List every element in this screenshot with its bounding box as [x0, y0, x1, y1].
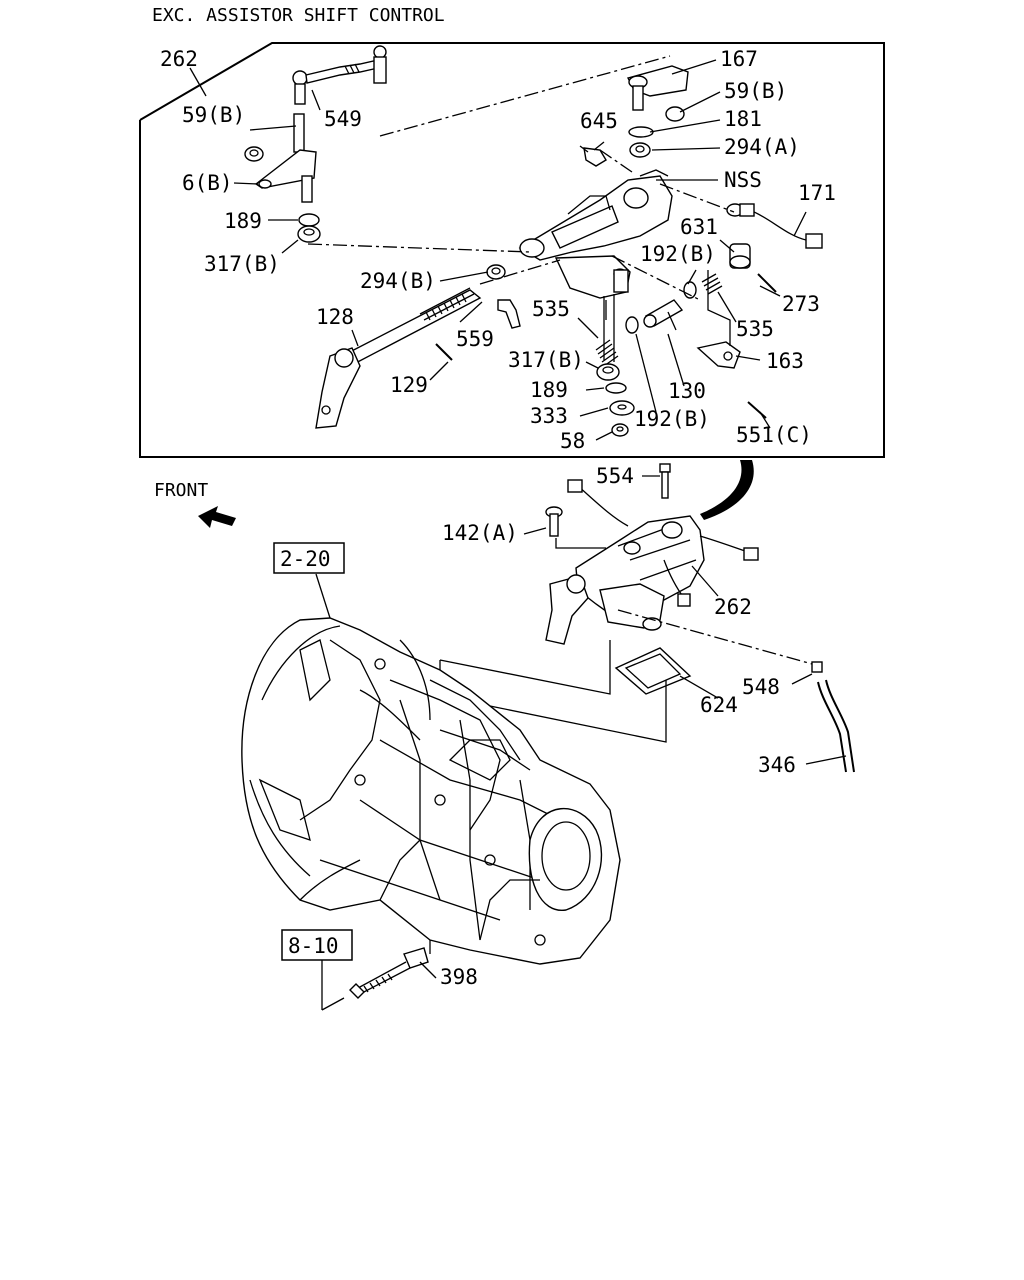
- part-59b-nut-right: [665, 106, 685, 122]
- part-535-spring-right: [701, 273, 723, 295]
- callout-645: 645: [580, 109, 618, 133]
- part-shift-housing: [518, 169, 673, 299]
- callout-59b-right: 59(B): [724, 79, 787, 103]
- callout-346: 346: [758, 753, 796, 777]
- callout-nss: NSS: [724, 168, 762, 192]
- part-189-ring-left: [298, 213, 320, 227]
- callout-171: 171: [798, 181, 836, 205]
- reference-box-8-10: [281, 929, 353, 961]
- callout-58: 58: [560, 429, 585, 453]
- part-398-switch: [349, 947, 429, 999]
- part-549-link-rod: [292, 45, 387, 105]
- reference-8-10: 8-10: [288, 934, 339, 958]
- part-163-lever: [696, 341, 741, 369]
- part-333-washer: [609, 400, 635, 416]
- part-645-switch: [579, 145, 607, 167]
- part-129-pin: [435, 343, 453, 361]
- front-arrow-icon: [198, 506, 236, 528]
- reference-box-2-20: [273, 542, 345, 574]
- callout-559: 559: [456, 327, 494, 351]
- part-559-bolt: [497, 299, 521, 329]
- callout-6b: 6(B): [182, 171, 233, 195]
- callout-128: 128: [316, 305, 354, 329]
- detail-parts: [244, 45, 823, 437]
- part-58-nut: [611, 423, 629, 437]
- part-548-fitting: [811, 661, 823, 673]
- callout-535-left: 535: [532, 297, 570, 321]
- detail-arrow-icon: [700, 460, 754, 520]
- part-6b-lever: [254, 113, 317, 203]
- diagram-title: EXC. ASSISTOR SHIFT CONTROL: [152, 5, 445, 26]
- callout-294b: 294(B): [360, 269, 436, 293]
- callout-142a: 142(A): [442, 521, 518, 545]
- part-59b-nut-left: [244, 146, 264, 162]
- callout-59b-left: 59(B): [182, 103, 245, 127]
- part-transmission-case: [241, 617, 621, 965]
- callout-294a: 294(A): [724, 135, 800, 159]
- leader-lines: [189, 59, 847, 979]
- part-192b-washer-bottom: [625, 316, 639, 334]
- callout-192b-top: 192(B): [640, 242, 716, 266]
- part-128-shaft: [315, 287, 482, 429]
- callout-273: 273: [782, 292, 820, 316]
- callout-192b-bottom: 192(B): [634, 407, 710, 431]
- part-262-shift-tower: [545, 479, 759, 645]
- callout-262-top: 262: [160, 47, 198, 71]
- part-130-cylinder: [643, 299, 684, 331]
- callout-317b-center: 317(B): [508, 348, 584, 372]
- front-label: FRONT: [154, 480, 208, 501]
- part-346-hose: [817, 679, 855, 773]
- callout-624: 624: [700, 693, 738, 717]
- lower-assembly: [198, 460, 855, 1011]
- callout-317b-left: 317(B): [204, 252, 280, 276]
- callout-163: 163: [766, 349, 804, 373]
- callout-535-right: 535: [736, 317, 774, 341]
- callout-labels: 262 59(B) 549 6(B) 189 317(B) 294(B) 128…: [154, 47, 836, 989]
- part-624-gasket: [614, 647, 692, 695]
- part-631-cap: [729, 243, 751, 269]
- callout-189-left: 189: [224, 209, 262, 233]
- callout-631: 631: [680, 215, 718, 239]
- reference-2-20: 2-20: [280, 547, 331, 571]
- callout-189-center: 189: [530, 378, 568, 402]
- callout-554: 554: [596, 464, 634, 488]
- part-317b-bushing-left: [297, 225, 321, 243]
- part-317b-bushing-center: [596, 363, 620, 381]
- part-273-pin: [757, 273, 777, 293]
- callout-262-bottom: 262: [714, 595, 752, 619]
- part-181-washer: [628, 126, 654, 138]
- part-294a-bushing: [629, 142, 651, 158]
- callout-181: 181: [724, 107, 762, 131]
- part-554-bolt: [659, 463, 671, 499]
- part-167-lever: [626, 65, 689, 111]
- part-535-spring-left: [595, 339, 619, 367]
- detail-frame: [139, 42, 885, 458]
- part-189-ring-center: [605, 382, 627, 394]
- callout-130: 130: [668, 379, 706, 403]
- part-171-sensor: [726, 203, 823, 249]
- callout-167: 167: [720, 47, 758, 71]
- part-294b-bushing: [486, 264, 506, 280]
- part-142a-bolt: [545, 506, 563, 537]
- callout-549: 549: [324, 107, 362, 131]
- callout-548: 548: [742, 675, 780, 699]
- callout-398: 398: [440, 965, 478, 989]
- part-551c-pin: [747, 401, 767, 419]
- callout-129: 129: [390, 373, 428, 397]
- callout-333: 333: [530, 404, 568, 428]
- callout-551c: 551(C): [736, 423, 812, 447]
